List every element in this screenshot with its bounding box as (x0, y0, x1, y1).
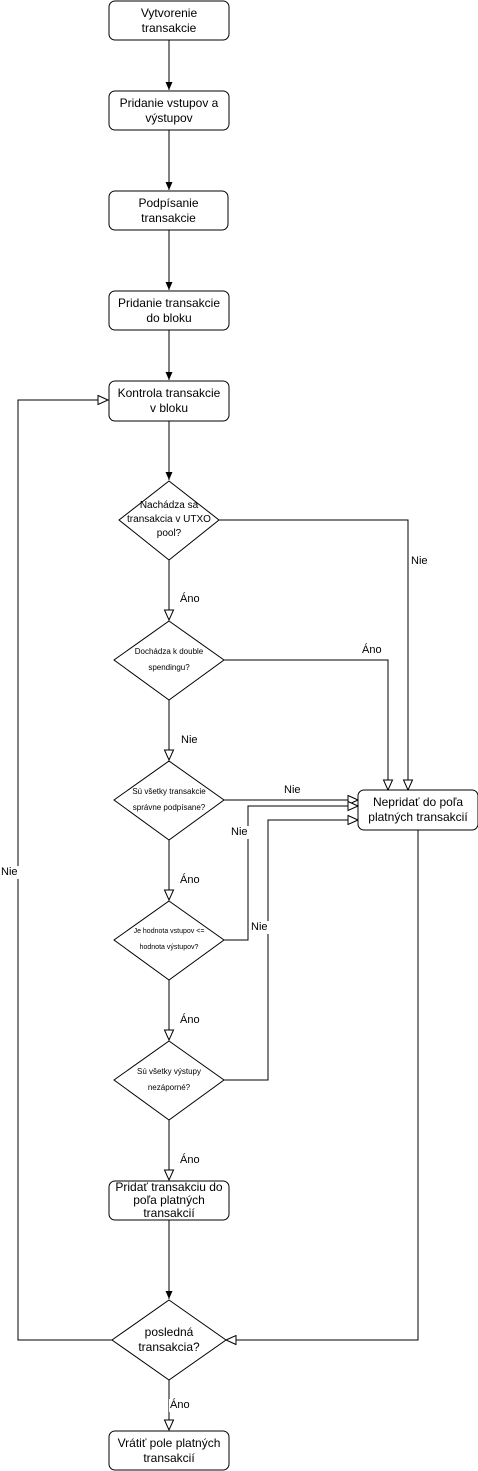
node-add-to-block-label: Pridanie transakcie do bloku (117, 295, 221, 325)
node-check-label: Kontrola transakcie v bloku (117, 386, 221, 415)
edge-nonneg-no (224, 820, 358, 1081)
decision-in-utxo-label: Nachádza sa transakcia v UTXO pool? (127, 500, 211, 539)
edge-double-yes (224, 659, 388, 790)
edge-label-utxo-no: Nie (410, 555, 429, 568)
decision-signed-label: Sú všetky transakcie správne podpísane? (132, 787, 206, 812)
node-add-io (108, 90, 230, 131)
edge-label-double-yes: Áno (361, 644, 383, 657)
decision-double-spend (113, 620, 225, 701)
edge-last-no-loop (17, 400, 112, 1341)
decision-last (111, 1299, 227, 1381)
node-create (108, 0, 230, 41)
edge-label-utxo-yes: Áno (179, 593, 201, 606)
edge-value-no (224, 806, 358, 941)
node-add-io-label: Pridanie vstupov a výstupov (119, 95, 219, 125)
decision-in-utxo (118, 480, 220, 561)
node-reject-label: Nepridať do poľa platných transakcií (368, 795, 468, 824)
decision-value-check-label: Je hodnota vstupov <= hodnota výstupov? (133, 928, 205, 951)
edge-label-nonneg-yes: Áno (179, 1154, 201, 1167)
decision-double-spend-label: Dochádza k double spendingu? (134, 647, 204, 672)
node-create-label: Vytvorenie transakcie (140, 5, 198, 35)
edge-utxo-no (219, 519, 408, 790)
node-add-valid (108, 1180, 230, 1221)
node-sign (108, 190, 229, 231)
edge-label-signed-no: Nie (283, 784, 302, 797)
edge-label-double-no: Nie (180, 734, 199, 747)
edge-label-last-no: Nie (0, 866, 19, 879)
decision-non-negative-label: Sú všetky výstupy nezáporné? (136, 1067, 202, 1092)
edge-label-value-yes: Áno (179, 1014, 201, 1027)
edge-label-value-no: Nie (230, 826, 249, 839)
node-return-label: Vrátiť pole platných transakcií (117, 1435, 221, 1465)
node-reject (357, 789, 478, 831)
decision-non-negative (113, 1040, 225, 1121)
node-add-to-block (108, 290, 230, 331)
edge-label-signed-yes: Áno (179, 874, 201, 887)
edge-label-nonneg-no: Nie (250, 921, 269, 934)
decision-signed (113, 760, 225, 841)
edge-label-last-yes: Áno (169, 1399, 191, 1412)
node-add-valid-label: Pridať transakciu do poľa platných trans… (115, 1180, 223, 1220)
node-check (108, 380, 230, 422)
edge-reject-to-last (226, 830, 419, 1340)
decision-last-label: posledná transakcia? (138, 1325, 200, 1354)
node-return (108, 1430, 230, 1471)
decision-value-check (113, 900, 225, 981)
node-sign-label: Podpísanie transakcie (138, 195, 199, 225)
